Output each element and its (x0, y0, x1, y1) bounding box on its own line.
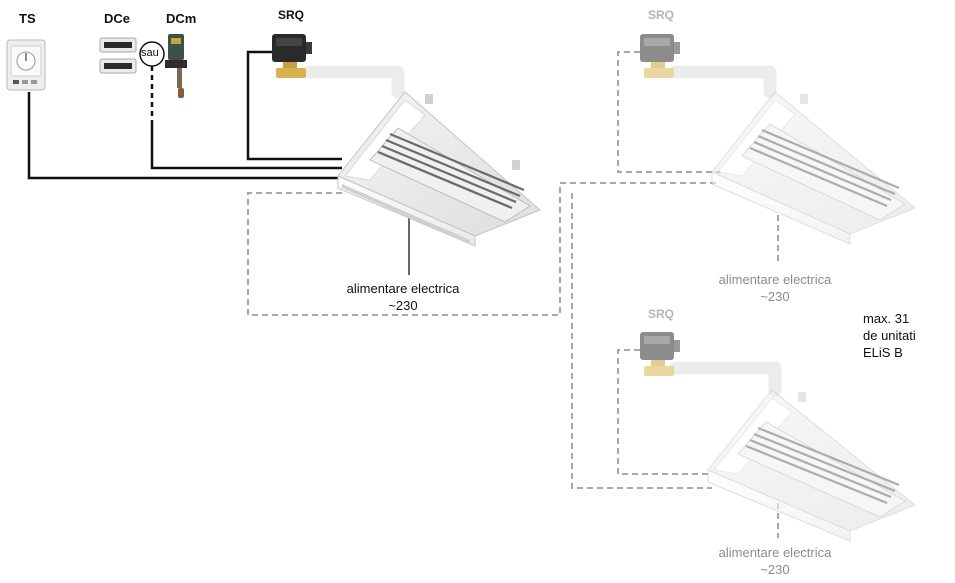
ts-thermostat-icon (6, 39, 46, 91)
air-curtain-unit-main (337, 91, 541, 247)
note-line3: ELiS B (863, 345, 903, 360)
power-unit3-line1: alimentare electrica (718, 545, 832, 560)
max-units-note: max. 31 de unitati ELiS B (863, 310, 916, 361)
srq-main-label: SRQ (278, 8, 305, 22)
srq-wire (246, 50, 342, 161)
power-unit2-line2: ~230 (760, 289, 790, 304)
air-curtain-unit-2 (711, 91, 916, 245)
ts-label: TS (19, 11, 36, 26)
note-line2: de unitati (863, 328, 916, 343)
unit2-srq-wire (617, 51, 720, 173)
srq-unit3-label: SRQ (648, 307, 675, 321)
srq-unit2-label: SRQ (648, 8, 675, 22)
ts-wire (27, 92, 342, 180)
note-line1: max. 31 (863, 311, 910, 326)
dce-contact-icon (99, 37, 137, 74)
power-main-line1: alimentare electrica (346, 281, 460, 296)
dcm-label: DCm (166, 11, 197, 26)
power-unit2-line1: alimentare electrica (718, 272, 832, 287)
dcm-contact-icon (165, 34, 187, 98)
dce-label: DCe (104, 11, 131, 26)
power-unit3-line2: ~230 (760, 562, 790, 577)
pipe-unit3 (669, 361, 782, 397)
or-label: sau (141, 47, 159, 59)
srq-valve-unit3-icon (640, 332, 680, 376)
srq-valve-main-icon (272, 34, 312, 78)
water-pipes (303, 65, 782, 397)
dc-wire (150, 120, 342, 170)
main-bus-loop (247, 182, 720, 316)
or-circle (139, 41, 165, 67)
pipe-unit2 (669, 65, 777, 99)
power-label-main: alimentare electrica ~230 (338, 280, 468, 314)
power-label-unit3: alimentare electrica ~230 (710, 544, 840, 578)
srq-valve-unit2-icon (640, 34, 680, 78)
bus-to-unit3 (571, 193, 712, 489)
bus-wiring (247, 51, 779, 538)
air-curtain-unit-3 (707, 389, 916, 542)
control-wiring (27, 50, 342, 180)
power-main-line2: ~230 (388, 298, 418, 313)
unit3-srq-wire (617, 349, 712, 475)
pipe-main (303, 65, 405, 99)
power-label-unit2: alimentare electrica ~230 (710, 271, 840, 305)
